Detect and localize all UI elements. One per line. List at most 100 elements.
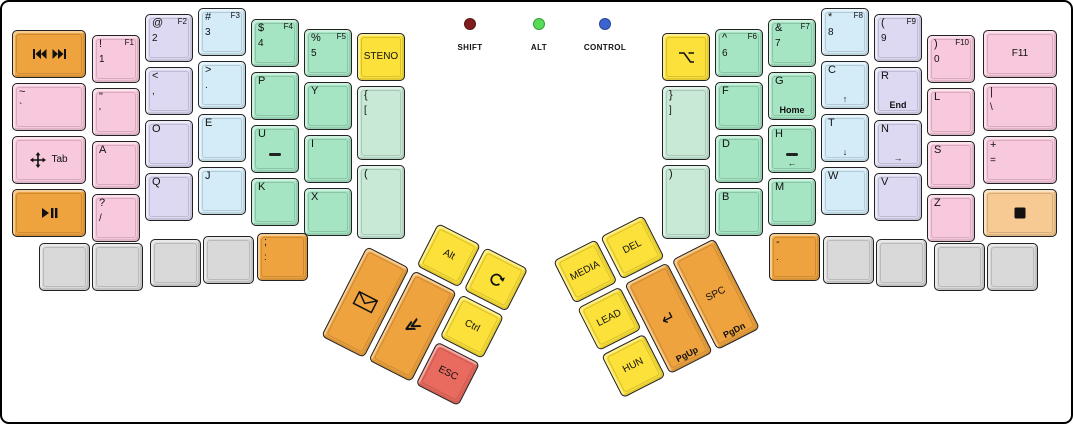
key-lbrace-lbracket[interactable]: {[	[357, 86, 405, 160]
key-i[interactable]: I	[304, 135, 352, 183]
key-o[interactable]: O	[145, 120, 193, 168]
key-legend: F10	[955, 38, 969, 47]
key-a[interactable]: A	[92, 141, 140, 189]
key-b[interactable]: B	[715, 188, 763, 236]
return-icon: ↵	[657, 306, 680, 330]
key-x[interactable]: X	[304, 188, 352, 236]
key-blank-left-2[interactable]	[92, 243, 143, 291]
key-play-pause[interactable]	[12, 189, 86, 237]
key-q[interactable]: Q	[145, 173, 193, 221]
key-legend-center: Tab	[13, 137, 85, 183]
key-legend-center	[465, 248, 527, 310]
key-f[interactable]: F	[715, 82, 763, 130]
key-legend: F1	[124, 38, 134, 47]
key-legend: "	[99, 91, 103, 103]
key-c[interactable]: C↑	[821, 61, 869, 109]
key-legend: >	[205, 64, 212, 76]
key-z[interactable]: Z	[927, 194, 975, 242]
key-legend: {	[364, 89, 368, 101]
key-v[interactable]: V	[874, 173, 922, 221]
key-legend: ?	[99, 197, 106, 209]
key-legend: MEDIA	[568, 258, 602, 284]
key-u[interactable]: U	[251, 125, 299, 173]
key-p[interactable]: P	[251, 72, 299, 120]
key-k[interactable]: K	[251, 178, 299, 226]
key-legend: ^	[722, 32, 728, 44]
key-legend: N	[881, 123, 889, 135]
key-legend: [	[364, 105, 367, 116]
key-blank-left-3[interactable]	[150, 239, 201, 287]
key-legend-center	[984, 190, 1056, 236]
key-t[interactable]: T↓	[821, 114, 869, 162]
homing-bar	[786, 153, 798, 156]
key-option[interactable]	[662, 33, 710, 81]
key-legend: .	[776, 252, 779, 263]
key-legend: 9	[881, 33, 887, 44]
key-less-comma[interactable]: <,	[145, 67, 193, 115]
key-e[interactable]: E	[198, 114, 246, 162]
key-semicolon-colon[interactable]: ;:	[257, 233, 308, 281]
key-tilde-grave[interactable]: ~`	[12, 83, 86, 131]
key-legend: F8	[853, 11, 863, 20]
key-legend: M	[775, 181, 785, 193]
key-legend: F7	[800, 22, 810, 31]
key-stop[interactable]	[983, 189, 1057, 237]
key-redo[interactable]	[463, 247, 529, 312]
key-d[interactable]: D	[715, 135, 763, 183]
key-legend: T	[828, 117, 835, 129]
key-blank-right-4[interactable]	[987, 243, 1038, 291]
key-legend: Tab	[51, 154, 68, 165]
key-media-prev-next[interactable]	[12, 30, 86, 78]
key-pipe-backslash[interactable]: |\	[983, 83, 1057, 131]
key-w[interactable]: W	[821, 167, 869, 215]
key-s[interactable]: S	[927, 141, 975, 189]
key-legend: %	[311, 32, 321, 44]
key-legend: D	[722, 138, 730, 150]
key-blank-right-1[interactable]	[823, 236, 874, 284]
key-n[interactable]: N→	[874, 120, 922, 168]
key-m[interactable]: M	[768, 178, 816, 226]
key-blank-right-3[interactable]	[934, 243, 985, 291]
key-greater-period[interactable]: >.	[198, 61, 246, 109]
key-blank-right-2[interactable]	[876, 239, 927, 287]
key-email[interactable]	[321, 246, 410, 359]
key-legend: ESC	[436, 363, 460, 383]
key-quote-apostrophe[interactable]: "'	[92, 88, 140, 136]
key-lparen[interactable]: (	[357, 165, 405, 239]
key-steno[interactable]: STENO	[357, 33, 405, 81]
key-y[interactable]: Y	[304, 82, 352, 130]
key-blank-left-4[interactable]	[203, 236, 254, 284]
key-j[interactable]: J	[198, 167, 246, 215]
key-blank-left-1[interactable]	[39, 243, 90, 291]
key-l[interactable]: L	[927, 88, 975, 136]
key-legend: 4	[258, 38, 264, 49]
key-legend: 7	[775, 38, 781, 49]
key-rbrace-rbracket[interactable]: }]	[662, 86, 710, 160]
key-question-slash[interactable]: ?/	[92, 194, 140, 242]
key-legend: .	[205, 80, 208, 91]
key-h[interactable]: H←	[768, 125, 816, 173]
key-f11[interactable]: F11	[983, 30, 1057, 78]
key-move-tab[interactable]: Tab	[12, 136, 86, 184]
key-legend: *	[828, 11, 833, 23]
key-rparen[interactable]: )	[662, 165, 710, 239]
key-legend: ,	[152, 86, 155, 97]
shift-led-indicator	[464, 18, 476, 30]
key-plus-equals[interactable]: +=	[983, 136, 1057, 184]
key-minus-period[interactable]: -.	[769, 233, 820, 281]
key-legend: /	[99, 213, 102, 224]
key-legend: F9	[906, 17, 916, 26]
